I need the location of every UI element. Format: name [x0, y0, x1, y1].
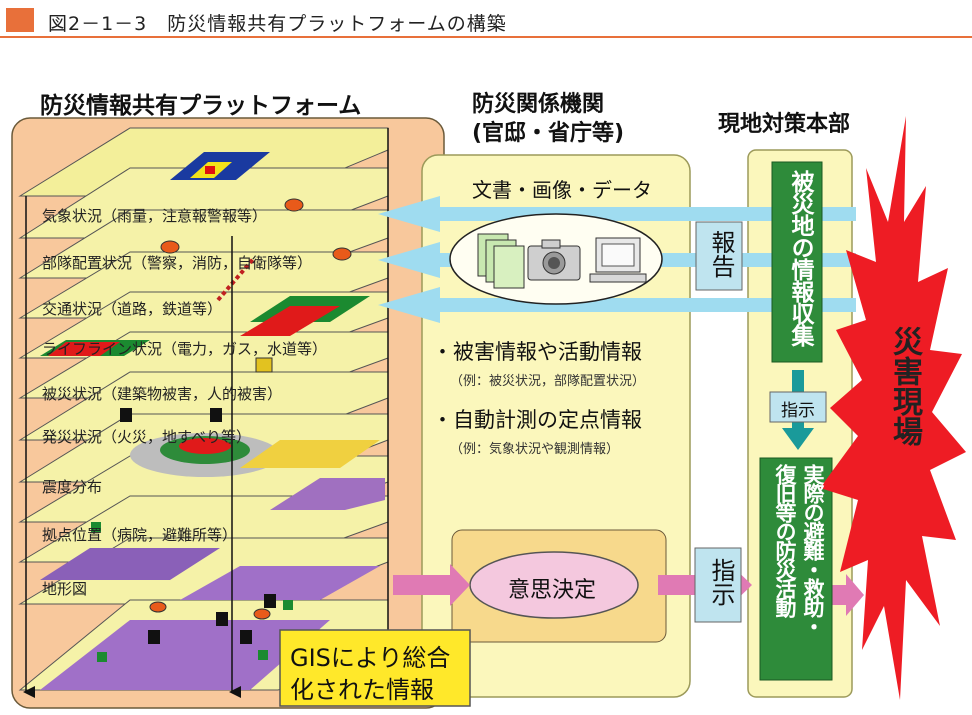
- terrain-area: [40, 620, 330, 690]
- gis-label-line2: 化された情報: [290, 676, 434, 704]
- info1: ・被害情報や活動情報: [432, 340, 642, 364]
- instruct-box: [694, 547, 742, 623]
- facility-marker: [91, 522, 101, 532]
- pink-arrow: [393, 564, 470, 606]
- camera-icon: [527, 239, 581, 281]
- layer-label-terrain: 地形図: [42, 580, 88, 598]
- pink-arrow: [825, 574, 864, 616]
- unit-marker: [160, 240, 180, 254]
- unit-marker: [149, 601, 167, 613]
- data-label: 文書・画像・データ: [472, 178, 652, 202]
- collect-label: 被災地の情報収集: [787, 170, 813, 346]
- hq-instruct-box: [769, 391, 827, 423]
- layer-label-weather: 気象状況（雨量，注意報警報等）: [42, 207, 268, 225]
- incident-marker: [216, 612, 228, 626]
- weather-map-dot: [205, 166, 215, 174]
- disaster-site-label: 災害現場: [887, 326, 922, 446]
- instruct-label: 指示: [707, 558, 735, 606]
- unit-marker: [284, 198, 304, 212]
- activities-label-line2: 復旧等の防災活動: [773, 464, 797, 616]
- blue-arrow: [378, 287, 856, 323]
- documents-icon: [477, 233, 525, 289]
- lifeline-zone-red: [48, 342, 120, 356]
- facility-marker: [97, 652, 107, 662]
- railway-line: [216, 256, 256, 302]
- incident-marker: [240, 630, 252, 644]
- decision-label: 意思決定: [508, 578, 597, 603]
- layer-label-facilities: 拠点位置（病院，避難所等）: [42, 526, 238, 544]
- facility-area: [270, 478, 385, 510]
- title-underline: [0, 36, 972, 38]
- info1-example: （例：被災状況，部隊配置状況）: [450, 374, 646, 389]
- agency-heading-line1: 防災関係機関: [472, 92, 605, 117]
- info2-example: （例：気象状況や観測情報）: [450, 442, 620, 457]
- layer-label-traffic: 交通状況（道路，鉄道等）: [42, 300, 223, 318]
- platform-heading: 防災情報共有プラットフォーム: [40, 93, 362, 119]
- layer-label-lifeline: ライフライン状況（電力，ガス，水道等）: [42, 340, 328, 358]
- incident-marker: [120, 408, 132, 422]
- layer-label-outbreak: 発災状況（火災，地すべり等）: [42, 428, 251, 446]
- gis-box: [279, 629, 471, 707]
- layer-label-seismic: 震度分布: [42, 478, 103, 496]
- computer-icon: [589, 237, 647, 283]
- incident-marker: [210, 408, 222, 422]
- incident-marker: [148, 630, 160, 644]
- blue-arrow: [378, 196, 856, 232]
- hq-heading: 現地対策本部: [718, 112, 851, 137]
- incident-marker: [264, 594, 276, 608]
- seismic-area: [240, 440, 380, 468]
- gis-label-line1: GISにより総合: [290, 644, 451, 672]
- activities-label-line1: 実際の避難・救助・: [801, 464, 825, 635]
- info2: ・自動計測の定点情報: [432, 408, 642, 432]
- facility-marker: [258, 650, 268, 660]
- report-label: 報告: [707, 230, 735, 278]
- agency-heading-line2: (官邸・省庁等): [472, 121, 625, 146]
- unit-marker: [253, 608, 271, 620]
- terrain-area: [40, 548, 220, 580]
- figure-title: 図2－1－3 防災情報共有プラットフォームの構築: [48, 13, 507, 35]
- title-marker: [6, 8, 34, 32]
- facility-marker: [283, 600, 293, 610]
- lifeline-marker: [255, 357, 273, 373]
- collect-box: [771, 161, 823, 363]
- terrain-area: [180, 566, 380, 600]
- hq-instruct-label: 指示: [781, 401, 815, 421]
- damage-area-core: [179, 438, 231, 454]
- activities-box: [759, 457, 833, 681]
- disaster-burst: [820, 116, 966, 700]
- report-box: [695, 221, 743, 291]
- unit-marker: [332, 247, 352, 261]
- layer-label-units: 部隊配置状況（警察，消防，自衛隊等）: [42, 254, 313, 272]
- lifeline-zone-right: [240, 306, 340, 336]
- layer-label-damage: 被災状況（建築物被害，人的被害）: [42, 385, 283, 403]
